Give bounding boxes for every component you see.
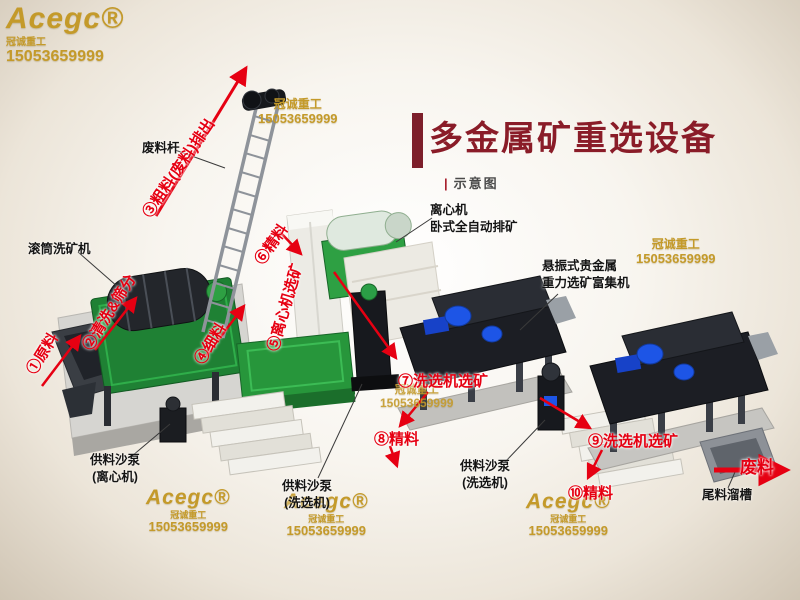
washer-machine-1 <box>397 275 576 431</box>
machine-leg <box>104 386 111 426</box>
brand-company: 冠诚重工 <box>6 36 46 48</box>
brand-company: 冠诚重工 <box>394 384 439 396</box>
subtitle-divider: | <box>444 176 448 191</box>
brand-phone: 15053659999 <box>380 395 454 410</box>
waste-discharge-ladder <box>201 99 280 339</box>
label-centrifuge: 离心机 卧式全自动排矿 <box>430 203 518 234</box>
brand-logo: Acegc® <box>146 486 231 509</box>
staircase-center <box>191 391 322 476</box>
label-tailings-chute: 尾料溜槽 <box>702 488 753 502</box>
label-waste-rod: 废料杆 <box>142 141 180 155</box>
ladder-head-pulley <box>241 88 287 111</box>
watermark-right: 冠诚重工 15053659999 <box>636 237 716 267</box>
flow-step-7-washer-sort: ⑦洗选机选矿 <box>398 373 489 390</box>
title-accent-bar <box>412 113 423 168</box>
watermark-bottom-center: Acegc® 冠诚重工 15053659999 <box>284 490 369 539</box>
subtitle-text: 示意图 <box>453 176 499 191</box>
brand-phone: 15053659999 <box>258 110 338 126</box>
page-subtitle: | 示意图 <box>444 173 499 192</box>
brand-phone: 15053659999 <box>6 48 104 65</box>
pump-centrifuge-feed <box>159 396 187 443</box>
slurry-pump-washer1 <box>350 283 400 392</box>
brand-company: 冠诚重工 <box>308 514 345 525</box>
watermark-bottom-right: Acegc® 冠诚重工 15053659999 <box>526 490 611 539</box>
page-title: 多金属矿重选设备 <box>429 120 717 158</box>
brand-company: 冠诚重工 <box>273 97 322 111</box>
watermark-ladder-top: 冠诚重工 15053659999 <box>258 97 338 127</box>
flow-step-9-washer-sort: ⑨洗选机选矿 <box>588 433 679 450</box>
flow-waste-label: 废料 <box>740 458 774 477</box>
machine-leg <box>212 372 219 414</box>
brand-phone: 15053659999 <box>636 250 716 266</box>
brand-company: 冠诚重工 <box>651 237 700 251</box>
label-trommel-washer: 滚筒洗矿机 <box>28 242 91 256</box>
brand-logo: Acegc® <box>526 490 611 513</box>
flow-step-10-concentrate: ⑩精料 <box>568 485 614 502</box>
label-pump-centrifuge: 供料沙泵 (离心机) <box>90 453 141 484</box>
brand-logo: Acegc® <box>284 490 369 513</box>
brand-company: 冠诚重工 <box>170 510 207 521</box>
label-pump-washer-mid: 供料沙泵 (洗选机) <box>282 479 333 510</box>
flow-arrows <box>41 65 791 487</box>
brand-company: 冠诚重工 <box>550 514 587 525</box>
brand-phone: 15053659999 <box>148 519 229 535</box>
brand-phone: 15053659999 <box>528 523 609 539</box>
label-connectors <box>77 149 736 489</box>
watermark-center: 冠诚重工 15053659999 <box>380 384 453 410</box>
brand-logo: Acegc® <box>6 2 125 35</box>
slurry-pump-washer2 <box>537 362 565 431</box>
watermark-bottom-left: Acegc® 冠诚重工 15053659999 <box>146 486 231 535</box>
label-pump-washer-right: 供料沙泵 (洗选机) <box>460 459 511 490</box>
watermark-top-left: Acegc® 冠诚重工 15053659999 <box>6 2 124 66</box>
flow-step-8-concentrate: ⑧精料 <box>374 431 420 448</box>
brand-phone: 15053659999 <box>286 523 367 539</box>
label-enrichment-machine: 悬振式贵金属 重力选矿富集机 <box>542 259 630 290</box>
washer-machine-2 <box>587 311 778 471</box>
